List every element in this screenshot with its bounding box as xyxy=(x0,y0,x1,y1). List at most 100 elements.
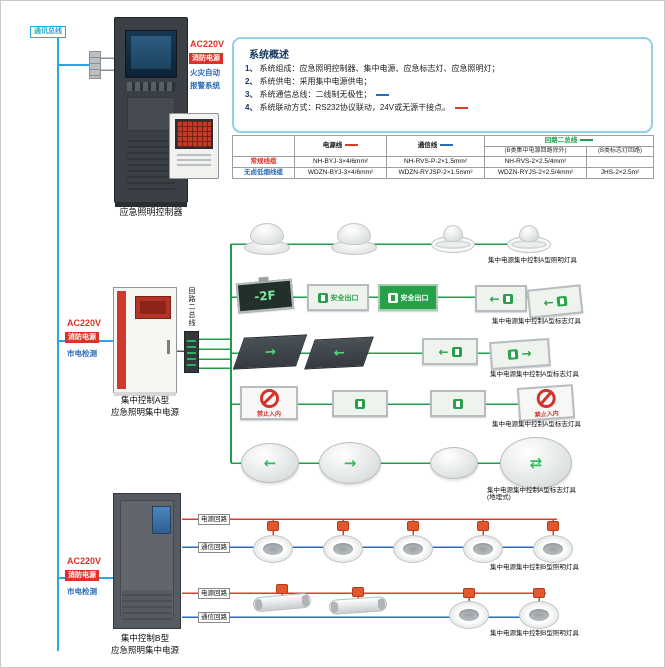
overview-item-1: 1、 系统组成：应急照明控制器、集中电源、应急标志灯、应急照明灯； xyxy=(245,64,500,73)
floor-direction-sign: → xyxy=(232,334,308,370)
controller-screen xyxy=(125,30,177,78)
led-matrix xyxy=(177,121,211,147)
power-a-label-line2: 应急照明集中电源 xyxy=(110,407,179,417)
dome-light xyxy=(331,223,377,255)
exit-sign-arrow-left: ← xyxy=(526,284,584,319)
running-man-icon xyxy=(502,293,513,304)
cell-lowsmoke-power: WDZN-BYJ-3×4/6mm² xyxy=(294,166,387,179)
exit-sign-green: 安全出口 xyxy=(378,284,438,311)
cell-standard-loop1: NH-RVS-2×2.5/4mm² xyxy=(484,155,587,168)
overview-item-2: 2、 系统供电：采用集中电源供电； xyxy=(245,77,372,86)
controller-buttons xyxy=(127,82,175,91)
power-loop-label: 电源回路 xyxy=(198,588,230,599)
overview-item-2-text: 系统供电：采用集中电源供电； xyxy=(259,77,372,86)
junction-box-icon xyxy=(463,588,475,598)
row-label-6: 集中电源集中控制B型照明灯具 xyxy=(490,564,579,571)
wall-indicator-unit xyxy=(169,113,219,179)
power-b-label-line1: 集中控制B型 xyxy=(120,633,170,643)
direction-sign-left: ← xyxy=(422,338,478,365)
buried-sign-light: → xyxy=(319,442,381,484)
junction-box-icon xyxy=(547,521,559,531)
comm-loop-label: 通信回路 xyxy=(198,542,230,553)
exit-text: 安全出口 xyxy=(330,294,359,302)
overview-item-4: 4、 系统联动方式：RS232协议联动，24V或无源干接点。 xyxy=(245,102,651,113)
overview-item-4-text: 系统联动方式：RS232协议联动，24V或无源干接点。 xyxy=(259,103,451,112)
ac220v-label-power-b: AC220V xyxy=(67,556,102,566)
running-man-icon xyxy=(453,398,463,409)
ac220v-label-controller: AC220V xyxy=(190,39,225,49)
dome-light xyxy=(244,223,290,255)
junction-box-icon xyxy=(477,521,489,531)
fire-alarm-label-line2: 报警系统 xyxy=(190,81,220,90)
downlight xyxy=(253,535,293,563)
no-entry-text: 禁止入内 xyxy=(534,410,559,419)
cell-standard-loop2 xyxy=(586,155,654,168)
downlight xyxy=(463,535,503,563)
right-arrow-icon: → xyxy=(520,346,532,361)
power-loop-label: 电源回路 xyxy=(198,514,230,525)
table-header-loop: 回路二总线 xyxy=(484,135,654,147)
buried-sign-light: ← xyxy=(241,443,299,483)
junction-box-icon xyxy=(352,587,364,597)
power-b-screen xyxy=(152,506,171,534)
ac220v-label-power-a: AC220V xyxy=(67,318,102,328)
power-line-swatch xyxy=(345,144,359,147)
table-row: 常规线缆 NH-BYJ-3×4/6mm² NH-RVS-P-2×1.5mm² N… xyxy=(232,155,654,168)
cable-spec-table: 电源线 通信线 回路二总线 (B类集中电源回路除外) (B类标志灯回路) 常规线… xyxy=(232,135,654,179)
sign-bracket xyxy=(258,276,269,283)
downlight xyxy=(323,535,363,563)
indicator-text-lines xyxy=(177,154,211,168)
row-label-standard: 常规线缆 xyxy=(232,155,295,168)
row-label-2: 集中电源集中控制A型标志灯具 xyxy=(492,318,581,325)
fire-power-badge-controller: 消防电源 xyxy=(189,53,223,64)
emergency-lighting-controller-cabinet xyxy=(114,17,188,207)
system-overview-panel: 系统概述 1、 系统组成：应急照明控制器、集中电源、应急标志灯、应急照明灯； 2… xyxy=(232,37,653,133)
type-b-power-cabinet xyxy=(113,493,181,629)
row-label-lowsmoke: 无卤低烟线缆 xyxy=(232,166,295,179)
table-row: 无卤低烟线缆 WDZN-BYJ-3×4/6mm² WDZN-RYJSP-2×1.… xyxy=(232,166,654,179)
row-label-7: 集中电源集中控制B型照明灯具 xyxy=(490,630,579,637)
junction-box-icon xyxy=(533,588,545,598)
junction-box-icon xyxy=(337,521,349,531)
left-arrow-icon: ← xyxy=(263,454,277,472)
power-a-display xyxy=(135,296,171,319)
table-header-comm: 通信线 xyxy=(386,135,485,157)
overview-item-3: 3、 系统通信总线：二线制无极性； xyxy=(245,89,651,100)
running-man-icon xyxy=(355,398,365,409)
downlight xyxy=(533,535,573,563)
no-entry-sign: 禁止入内 xyxy=(240,386,298,420)
row-label-4: 集中电源集中控制A型标志灯具 xyxy=(492,421,581,428)
dome-light xyxy=(431,225,475,253)
controller-label: 应急照明控制器 xyxy=(119,207,183,217)
running-man-icon xyxy=(317,292,328,303)
loop-bus-terminal-block xyxy=(184,331,199,373)
power-line-swatch xyxy=(455,106,469,109)
fire-power-badge-power-b: 消防电源 xyxy=(65,570,99,581)
table-subheader-loop2: (B类标志灯回路) xyxy=(586,145,654,157)
cell-standard-power: NH-BYJ-3×4/6mm² xyxy=(294,155,387,168)
comm-loop-label: 通信回路 xyxy=(198,612,230,623)
type-a-power-cabinet xyxy=(113,287,177,396)
downlight xyxy=(449,601,489,629)
running-man-icon xyxy=(556,295,567,307)
loop-bus-vertical-label: 回路二总线 xyxy=(188,287,196,327)
row-label-3: 集中电源集中控制A型标志灯具 xyxy=(490,371,579,378)
both-arrows-icon: ⇄ xyxy=(529,454,543,472)
prohibition-icon xyxy=(535,387,556,409)
right-arrow-icon: → xyxy=(343,454,357,472)
downlight xyxy=(393,535,433,563)
cabinet-base xyxy=(114,392,176,396)
buried-sign-light-large: ⇄ xyxy=(500,437,572,489)
exit-text: 安全出口 xyxy=(400,294,429,302)
running-man-icon xyxy=(451,346,462,357)
no-entry-sign: 禁止入内 xyxy=(516,384,576,422)
floor-direction-sign: ← xyxy=(304,336,374,370)
running-man-icon xyxy=(508,349,519,360)
power-b-vent xyxy=(122,590,172,620)
indicator-display xyxy=(175,119,213,149)
direction-sign-right: → xyxy=(489,337,551,371)
junction-box-icon xyxy=(267,521,279,531)
junction-box-icon xyxy=(407,521,419,531)
no-entry-text: 禁止入内 xyxy=(256,411,281,418)
